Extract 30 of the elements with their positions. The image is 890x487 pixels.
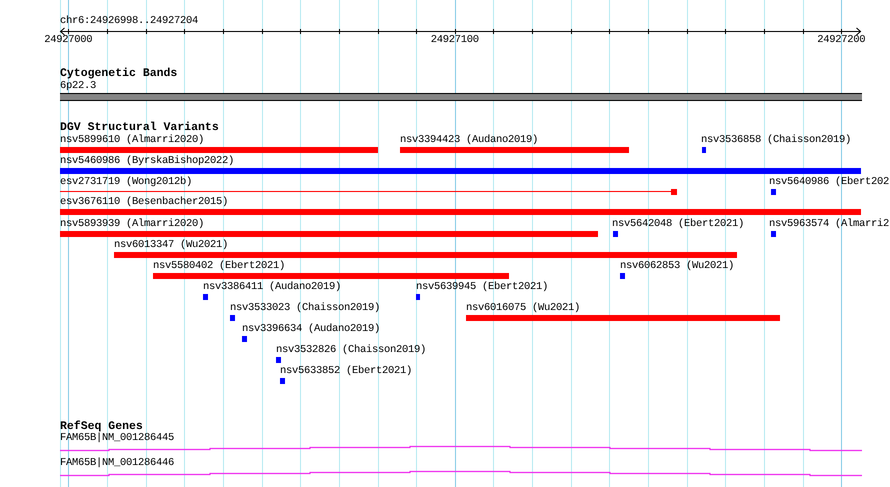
feature-label: nsv3386411 (Audano2019) xyxy=(203,281,342,293)
feature-label: esv3676110 (Besenbacher2015) xyxy=(60,196,228,208)
feature-label: nsv5642048 (Ebert2021) xyxy=(612,218,744,230)
feature-label: nsv6013347 (Wu2021) xyxy=(114,239,228,251)
feature-label: nsv5893939 (Almarri2020) xyxy=(60,218,204,230)
tick-label: 24927000 xyxy=(44,34,92,46)
feature-label: nsv6062853 (Wu2021) xyxy=(620,260,734,272)
feature-label: nsv6016075 (Wu2021) xyxy=(466,302,580,314)
feature-label: nsv3532826 (Chaisson2019) xyxy=(276,344,426,356)
feature-label: nsv3536858 (Chaisson2019) xyxy=(701,134,852,146)
feature-label: nsv3394423 (Audano2019) xyxy=(400,134,538,146)
track-title: RefSeq Genes xyxy=(60,420,143,433)
feature-label: nsv3533023 (Chaisson2019) xyxy=(230,302,380,314)
feature-label: nsv5899610 (Almarri2020) xyxy=(60,134,204,146)
tick-label: 24927200 xyxy=(817,34,866,46)
band-label: 6p22.3 xyxy=(60,80,96,92)
feature-label: nsv3396634 (Audano2019) xyxy=(242,323,380,335)
region-label: chr6:24926998..24927204 xyxy=(60,15,198,27)
track-title: DGV Structural Variants xyxy=(60,121,219,134)
feature-label: nsv5633852 (Ebert2021) xyxy=(280,365,412,377)
feature-label: nsv5580402 (Ebert2021) xyxy=(153,260,286,272)
feature-label: esv2731719 (Wong2012b) xyxy=(60,176,192,188)
feature-label: nsv5640986 (Ebert202 xyxy=(769,176,890,188)
feature-label: nsv5639945 (Ebert2021) xyxy=(416,281,548,293)
feature-label: nsv5963574 (Almarri2 xyxy=(769,218,890,230)
track-title: Cytogenetic Bands xyxy=(60,67,178,80)
tick-label: 24927100 xyxy=(430,34,479,46)
gene-label: FAM65B|NM_001286445 xyxy=(60,432,174,444)
gene-label: FAM65B|NM_001286446 xyxy=(60,457,174,469)
feature-label: nsv5460986 (ByrskaBishop2022) xyxy=(60,155,234,167)
